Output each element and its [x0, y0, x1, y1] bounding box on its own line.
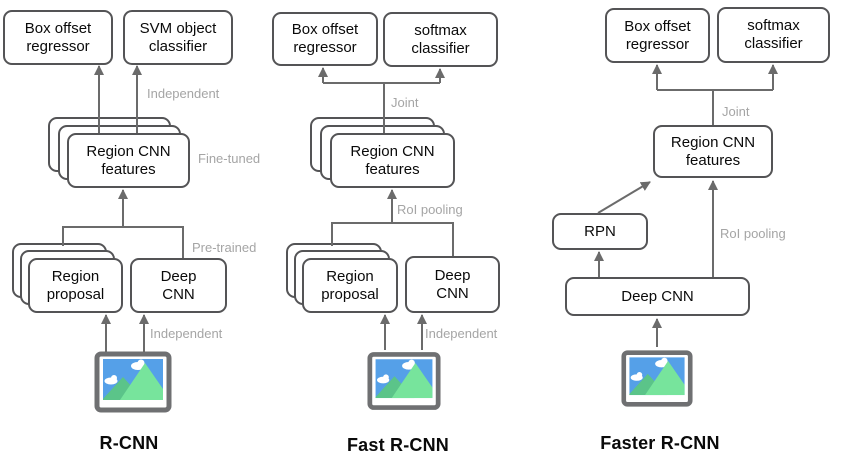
faster-rcnn-box-offset-regressor-box: Box offset regressor [605, 8, 710, 63]
annotation-roi-pooling: RoI pooling [397, 202, 463, 217]
annotation-roi-pooling: RoI pooling [720, 226, 786, 241]
box-label: Box offset regressor [291, 21, 359, 56]
annotation-independent-bottom: Independent [150, 326, 223, 341]
box-label: SVM object classifier [139, 19, 217, 55]
box-label: softmax classifier [744, 17, 803, 52]
rcnn-box-offset-regressor-box: Box offset regressor [3, 10, 113, 65]
annotation-independent-bottom: Independent [425, 326, 498, 341]
landscape-image-icon [94, 351, 172, 413]
box-label: Region proposal [46, 267, 105, 303]
box-label: Box offset regressor [24, 19, 92, 55]
column-label-faster-rcnn: Faster R-CNN [600, 433, 720, 453]
fast-rcnn-softmax-classifier-box: softmax classifier [383, 12, 498, 67]
faster-rcnn-region-cnn-features-box: Region CNN features [653, 125, 773, 178]
landscape-image-icon [367, 352, 441, 410]
annotation-fine-tuned: Fine-tuned [198, 151, 261, 166]
box-label: Box offset regressor [624, 17, 691, 53]
fast-rcnn-region-proposal-box: Region proposal [302, 258, 398, 313]
faster-rcnn-rpn-box: RPN [552, 213, 648, 250]
box-label: Deep CNN [160, 267, 197, 303]
rcnn-region-cnn-features-box: Region CNN features [67, 133, 190, 188]
column-label-rcnn: R-CNN [99, 433, 159, 453]
box-label: Region CNN features [86, 142, 171, 178]
box-label: Region CNN features [670, 133, 756, 169]
rcnn-svm-classifier-box: SVM object classifier [123, 10, 233, 65]
annotation-pre-trained: Pre-trained [192, 240, 257, 255]
box-label: Region proposal [321, 267, 379, 303]
fast-rcnn-region-cnn-features-box: Region CNN features [330, 133, 455, 188]
box-label: Region CNN features [350, 142, 435, 178]
fast-rcnn-box-offset-regressor-box: Box offset regressor [272, 12, 378, 66]
rcnn-region-proposal-box: Region proposal [28, 258, 123, 313]
annotation-joint: Joint [391, 95, 419, 110]
faster-rcnn-softmax-classifier-box: softmax classifier [717, 7, 830, 63]
box-label: Deep CNN [621, 287, 694, 305]
annotation-joint: Joint [722, 104, 750, 119]
box-label: RPN [584, 222, 616, 240]
fast-rcnn-deep-cnn-box: Deep CNN [405, 256, 500, 313]
faster-rcnn-deep-cnn-box: Deep CNN [565, 277, 750, 316]
column-label-fast-rcnn: Fast R-CNN [346, 435, 449, 455]
box-label: Deep CNN [434, 266, 471, 302]
rcnn-deep-cnn-box: Deep CNN [130, 258, 227, 313]
landscape-image-icon [621, 350, 693, 407]
annotation-independent-top: Independent [147, 86, 220, 101]
box-label: softmax classifier [411, 21, 470, 57]
